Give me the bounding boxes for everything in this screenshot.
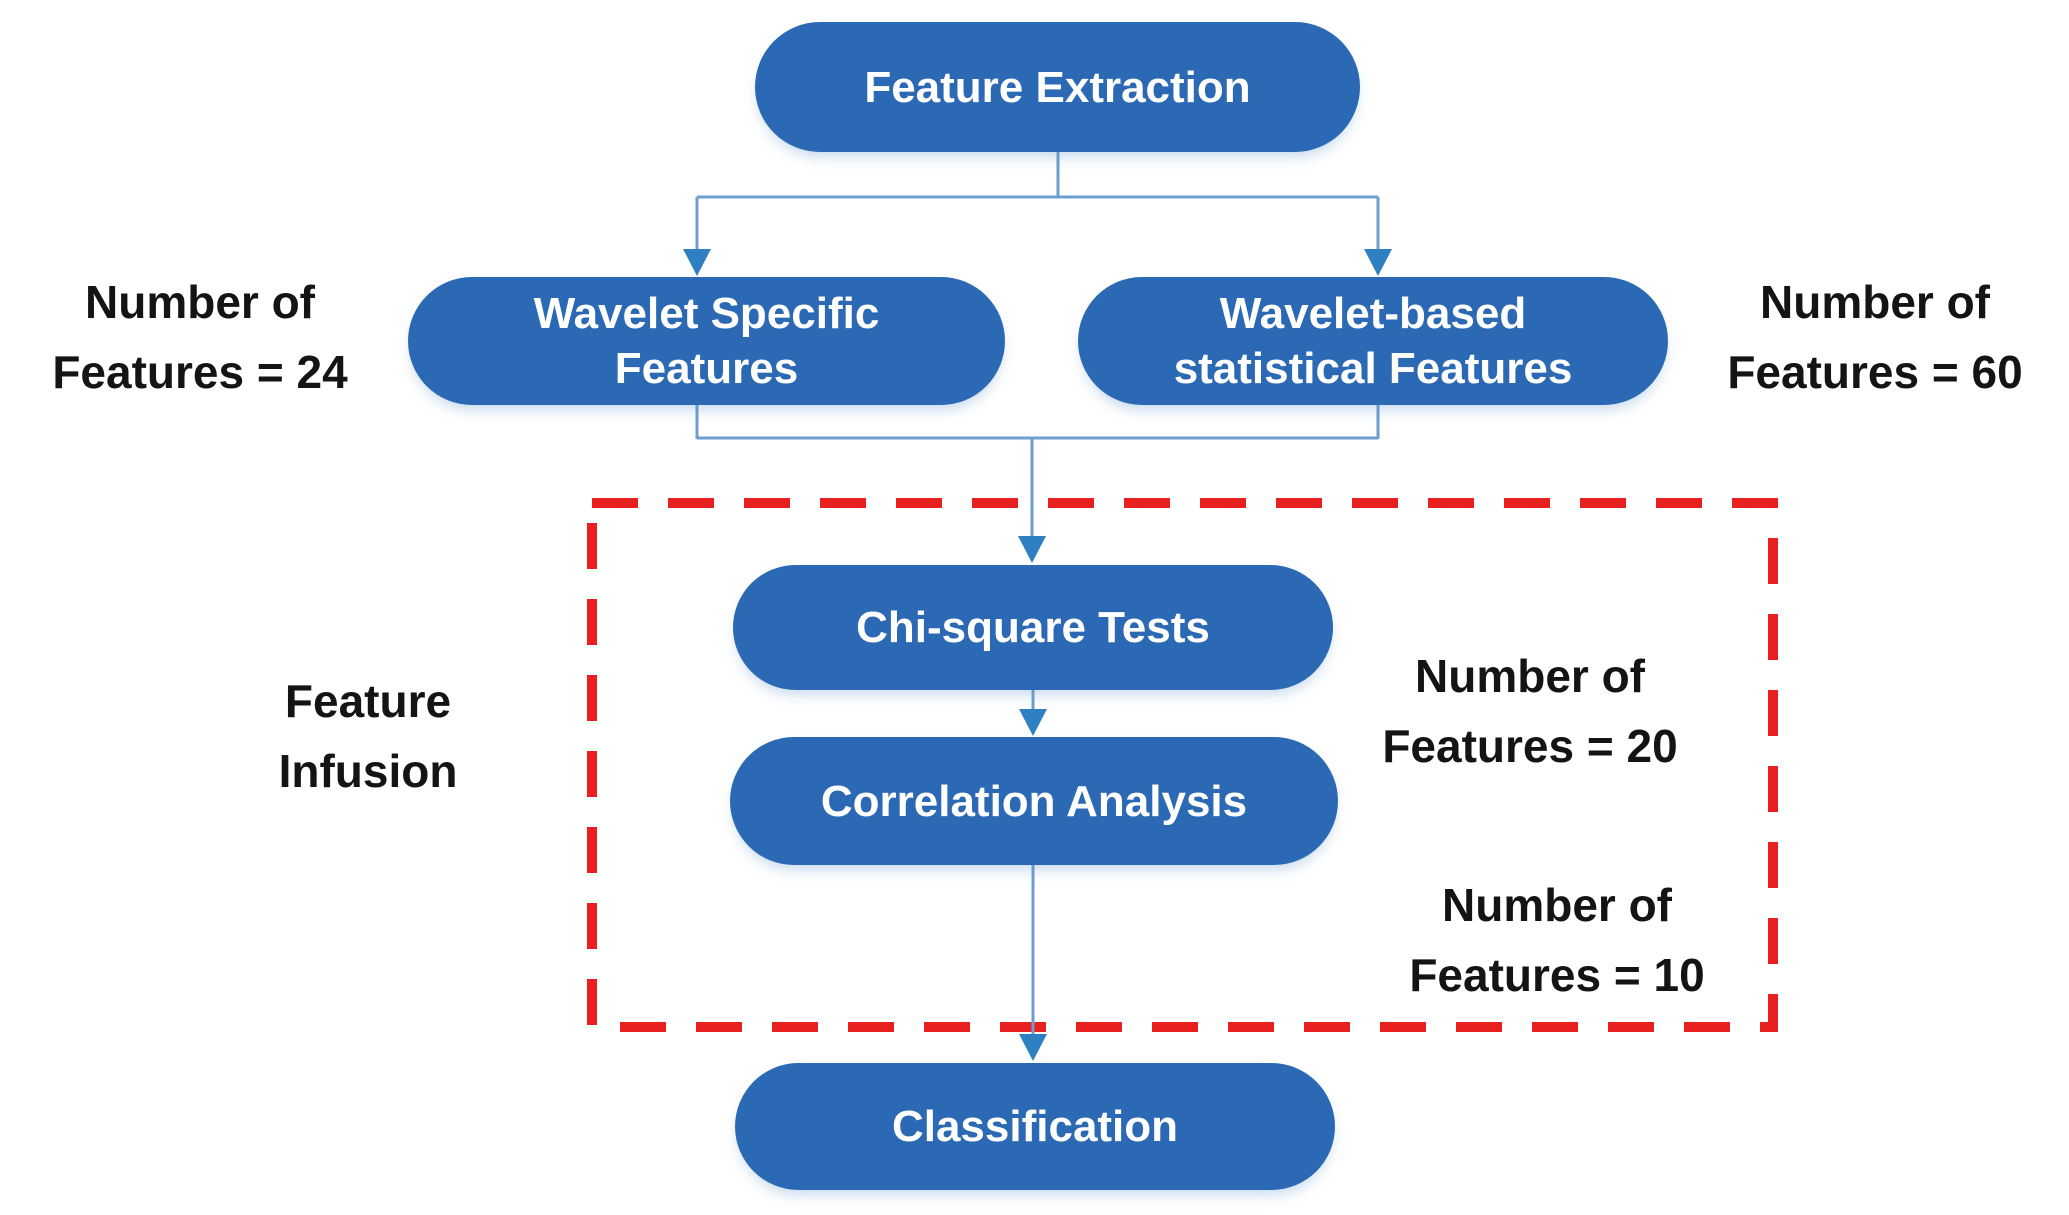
arrowhead-right-pill bbox=[1364, 249, 1392, 276]
node-classification: Classification bbox=[735, 1063, 1335, 1190]
annotation-10-line1: Number of bbox=[1442, 879, 1672, 931]
node-wavelet-specific-features: Wavelet Specific Features bbox=[408, 277, 1005, 405]
node-wavelet-based-line2: statistical Features bbox=[1173, 344, 1573, 393]
annotation-24-line2: Features = 24 bbox=[52, 346, 348, 398]
node-wavelet-based-statistical-features: Wavelet-based statistical Features bbox=[1078, 277, 1668, 405]
annotation-20-line2: Features = 20 bbox=[1382, 720, 1678, 772]
node-wavelet-specific-features-label: Wavelet Specific Features bbox=[534, 286, 880, 396]
annotation-20-line1: Number of bbox=[1415, 650, 1645, 702]
node-wavelet-specific-line1: Wavelet Specific bbox=[533, 289, 880, 338]
arrowhead-left-pill bbox=[683, 249, 711, 276]
annotation-24-line1: Number of bbox=[85, 276, 315, 328]
annotation-number-of-features-20: Number of Features = 20 bbox=[1327, 641, 1733, 781]
feature-infusion-dashed-box bbox=[587, 498, 1778, 1032]
annotation-10-line2: Features = 10 bbox=[1409, 949, 1705, 1001]
annotation-60-line2: Features = 60 bbox=[1727, 346, 2023, 398]
annotation-feature-infusion: Feature Infusion bbox=[193, 666, 543, 806]
arrowhead-chi-square bbox=[1018, 536, 1046, 563]
annotation-number-of-features-10: Number of Features = 10 bbox=[1354, 870, 1760, 1010]
node-correlation-analysis-label: Correlation Analysis bbox=[820, 776, 1248, 826]
node-wavelet-based-label: Wavelet-based statistical Features bbox=[1174, 286, 1573, 396]
node-chi-square-tests: Chi-square Tests bbox=[733, 565, 1333, 690]
node-wavelet-specific-line2: Features bbox=[614, 344, 799, 393]
node-correlation-analysis: Correlation Analysis bbox=[730, 737, 1338, 865]
node-feature-extraction: Feature Extraction bbox=[755, 22, 1360, 152]
node-wavelet-based-line1: Wavelet-based bbox=[1219, 289, 1527, 338]
node-classification-label: Classification bbox=[891, 1102, 1179, 1151]
annotation-number-of-features-60: Number of Features = 60 bbox=[1682, 267, 2068, 407]
annotation-number-of-features-24: Number of Features = 24 bbox=[10, 267, 390, 407]
annotation-infusion-line1: Feature bbox=[284, 675, 452, 727]
annotation-60-line1: Number of bbox=[1760, 276, 1990, 328]
node-feature-extraction-label: Feature Extraction bbox=[864, 62, 1251, 112]
arrowhead-classification bbox=[1019, 1034, 1047, 1061]
node-chi-square-tests-label: Chi-square Tests bbox=[856, 603, 1210, 652]
annotation-infusion-line2: Infusion bbox=[278, 745, 458, 797]
arrowhead-correlation bbox=[1019, 709, 1047, 736]
